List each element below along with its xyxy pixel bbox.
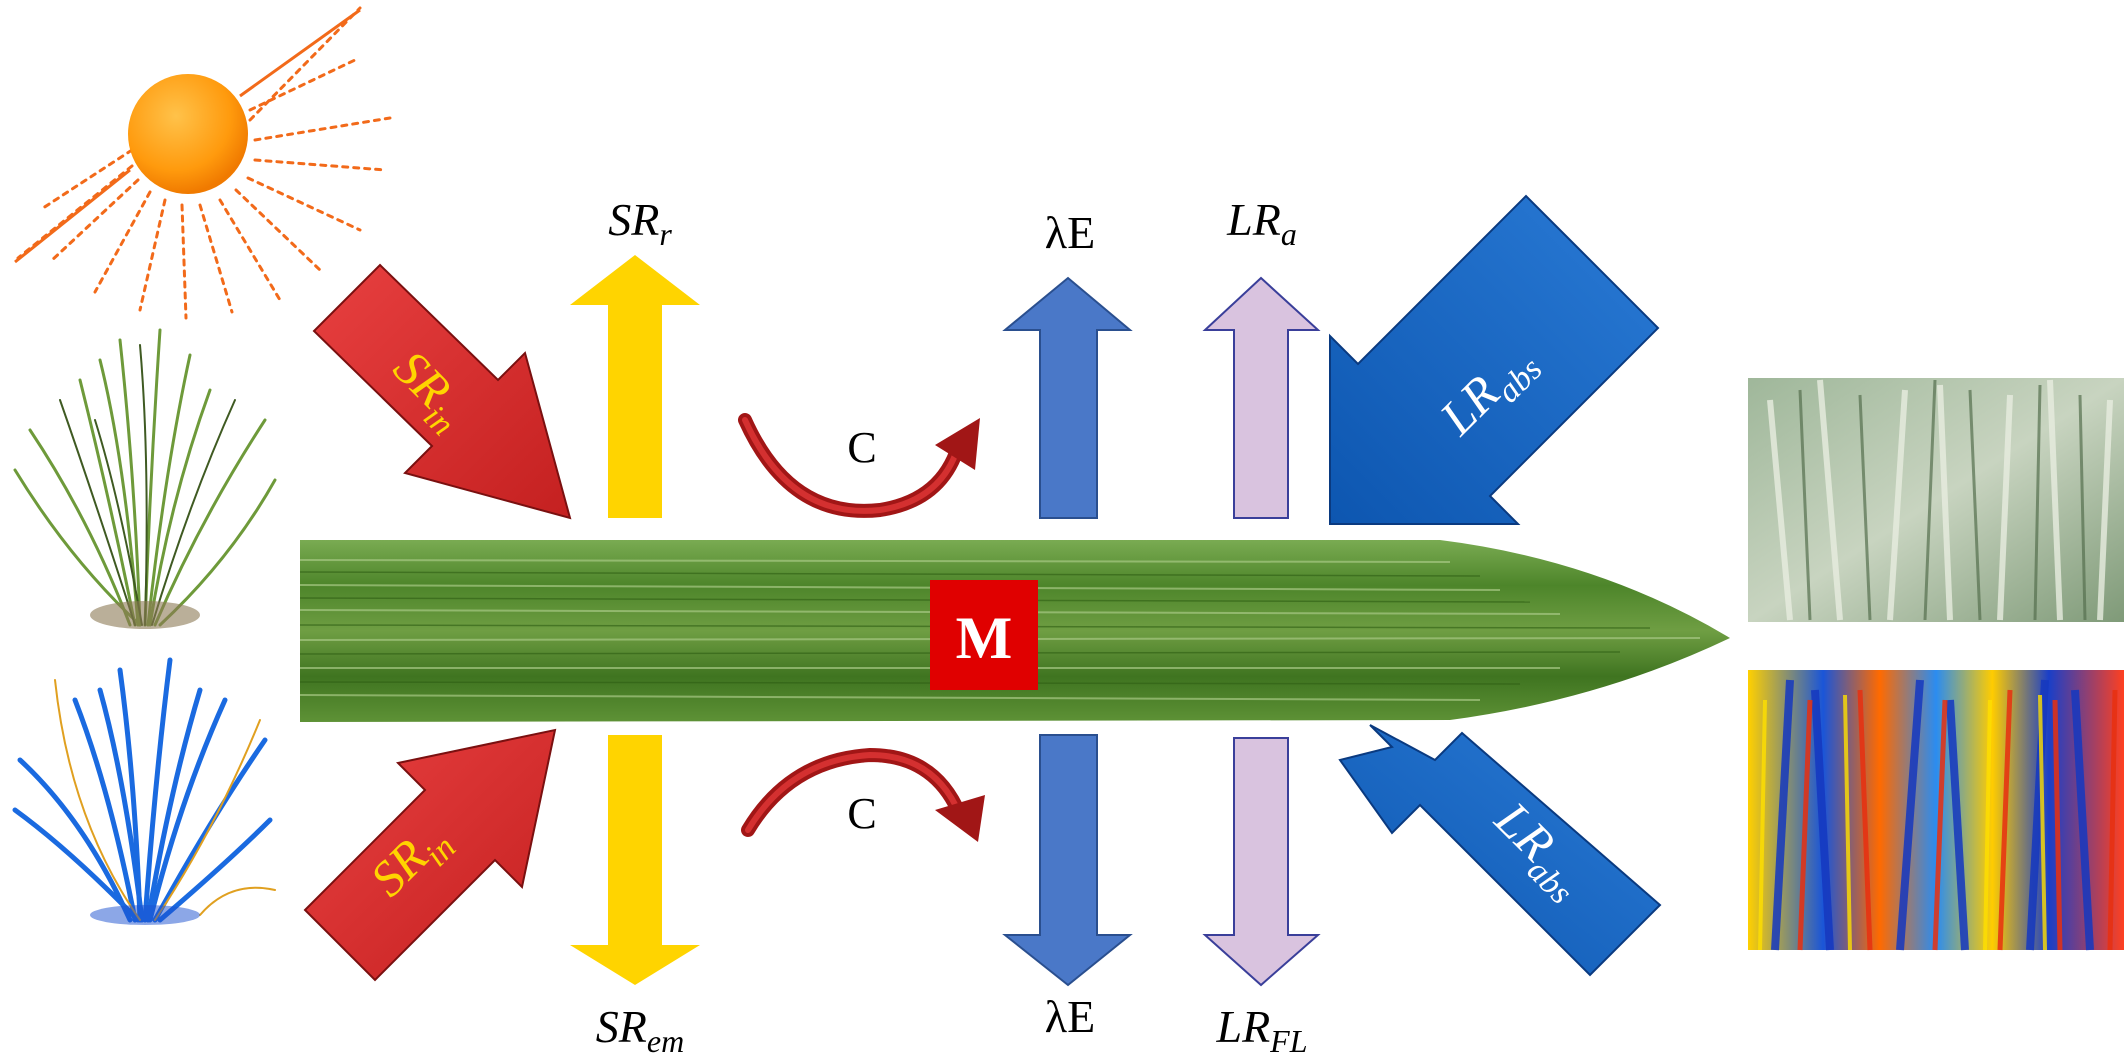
canopy-thermal-image <box>1748 670 2124 950</box>
lr-abs-bottom-arrow <box>1340 725 1660 975</box>
lr-abs-top-arrow <box>1330 196 1658 524</box>
sun-icon <box>15 8 390 318</box>
grass-photo-image <box>15 330 275 629</box>
lr-a-arrow <box>1205 278 1318 518</box>
le-top-arrow <box>1005 278 1130 518</box>
canopy-photo-image <box>1748 378 2124 622</box>
m-box: M <box>930 580 1038 690</box>
lr-fl-arrow <box>1205 738 1318 985</box>
le-top-label: λE <box>1045 207 1095 258</box>
sr-em-arrow <box>570 735 700 985</box>
m-label: M <box>956 605 1013 671</box>
sr-em-label: SRem <box>596 1001 684 1059</box>
lr-fl-label: LRFL <box>1215 1001 1307 1059</box>
c-bottom-label: C <box>847 789 876 838</box>
le-bottom-label: λE <box>1045 991 1095 1042</box>
lr-a-label: LRa <box>1226 194 1297 252</box>
c-top-label: C <box>847 423 876 472</box>
grass-thermal-image <box>15 660 275 925</box>
sr-r-arrow <box>570 255 700 518</box>
le-bottom-arrow <box>1005 735 1130 985</box>
sr-r-label: SRr <box>608 194 672 252</box>
